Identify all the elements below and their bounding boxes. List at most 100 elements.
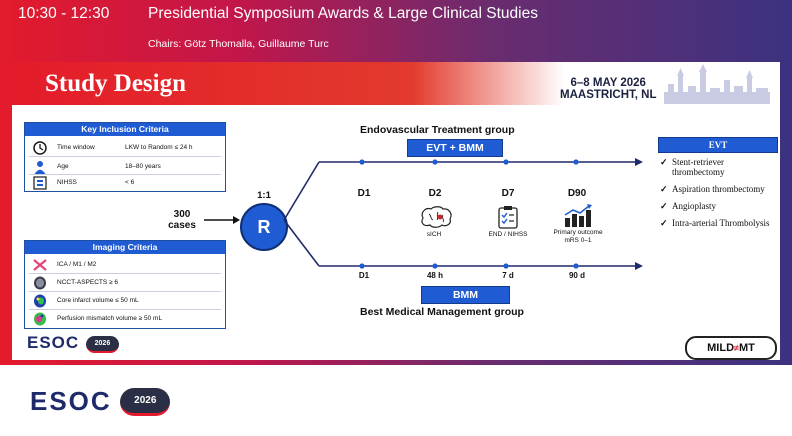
- skyline-icon: [664, 64, 770, 104]
- timepoint-dot: [359, 159, 365, 165]
- study-design-slide: Study Design 6–8 MAY 2026 MAASTRICHT, NL: [12, 62, 780, 360]
- row-label: NIHSS: [57, 179, 77, 186]
- brain-icon: [421, 206, 452, 228]
- clock-icon: [33, 141, 47, 155]
- check-icon: ✓: [660, 157, 668, 167]
- time-label: 90 d: [568, 271, 585, 280]
- bar-chart-icon: [564, 204, 592, 227]
- flow-lines: [283, 158, 643, 270]
- location-text: MAASTRICHT, NL: [560, 89, 657, 101]
- cases-unit: cases: [168, 220, 196, 231]
- cases-label: 300 cases: [162, 209, 202, 231]
- imaging-row: Core infarct volume ≤ 50 mL: [25, 291, 225, 309]
- inclusion-row-age: Age 18–80 years: [25, 157, 225, 175]
- slide-title: Study Design: [45, 70, 187, 97]
- vessel-icon: [33, 259, 47, 271]
- session-chairs: Chairs: Götz Thomalla, Guillaume Turc: [148, 38, 329, 50]
- esoc-text: ESOC: [27, 333, 80, 352]
- core-map-icon: [34, 294, 46, 308]
- evt-options-list: ✓ Stent-retriever thrombectomy ✓ Aspiratio…: [660, 157, 770, 235]
- imaging-title: Imaging Criteria: [25, 241, 225, 254]
- imaging-criteria-box: Imaging Criteria ICA / M1 / M2 NCCT-ASPE…: [24, 240, 226, 329]
- evt-bmm-pill: EVT + BMM: [407, 139, 503, 157]
- esoc-logo-footer: ESOC 2026: [30, 386, 171, 417]
- conference-dates: 6–8 MAY 2026 MAASTRICHT, NL: [560, 77, 656, 101]
- imaging-row: NCCT-ASPECTS ≥ 6: [25, 273, 225, 291]
- session-banner: 10:30 - 12:30 Presidential Symposium Awa…: [0, 0, 792, 365]
- check-icon: ✓: [660, 218, 668, 228]
- nihss-icon: [33, 176, 47, 190]
- evt-option-text: Angioplasty: [672, 201, 716, 211]
- time-label: D1: [358, 271, 370, 280]
- row-value: 18–80 years: [125, 163, 161, 170]
- time-label: 7 d: [502, 271, 514, 280]
- row-divider: [29, 156, 221, 157]
- cases-arrow: [204, 216, 240, 224]
- bmm-pill: BMM: [421, 286, 510, 304]
- esoc-year-badge: 2026: [120, 387, 171, 416]
- ratio-label: 1:1: [257, 190, 271, 201]
- dates-text: 6–8 MAY 2026: [570, 77, 646, 89]
- day-label: D7: [501, 188, 515, 199]
- timepoint-dot: [503, 159, 509, 165]
- evt-option-text: Stent-retriever thrombectomy: [672, 157, 725, 177]
- evt-title-pill: EVT: [658, 137, 778, 153]
- perfusion-map-icon: [34, 312, 46, 326]
- timepoint-dot: [359, 263, 365, 269]
- row-value: < 6: [125, 179, 135, 186]
- day-label: D1: [357, 188, 371, 199]
- clipboard-icon: [498, 206, 518, 229]
- inclusion-criteria-box: Key Inclusion Criteria Time window LKW t…: [24, 122, 226, 192]
- row-label: Time window: [57, 144, 95, 151]
- imaging-row: Perfusion mismatch volume ≥ 50 mL: [25, 309, 225, 327]
- evt-option-text: Aspiration thrombectomy: [672, 184, 765, 194]
- bmm-group-title: Best Medical Management group: [360, 306, 524, 318]
- time-label: 48 h: [426, 271, 443, 280]
- evt-option: ✓ Intra-arterial Thrombolysis: [660, 218, 770, 228]
- icon-label-end: END / NIHSS: [488, 231, 528, 238]
- esoc-logo-small: ESOC 2026: [27, 333, 120, 353]
- row-text: Perfusion mismatch volume ≥ 50 mL: [57, 315, 163, 322]
- randomize-circle: R: [240, 203, 288, 251]
- primary-outcome-label: Primary outcome: [553, 229, 603, 236]
- evt-option: ✓ Aspiration thrombectomy: [660, 184, 770, 194]
- esoc-text: ESOC: [30, 386, 112, 416]
- row-text: NCCT-ASPECTS ≥ 6: [57, 279, 118, 286]
- row-divider: [29, 273, 221, 274]
- row-divider: [29, 291, 221, 292]
- row-divider: [29, 309, 221, 310]
- row-text: ICA / M1 / M2: [57, 261, 97, 268]
- icon-label-primary-outcome: Primary outcome mRS 0–1: [540, 229, 616, 245]
- timepoint-dot: [503, 263, 509, 269]
- session-title: Presidential Symposium Awards & Large Cl…: [148, 5, 538, 22]
- inclusion-row-nihss: NIHSS < 6: [25, 173, 225, 191]
- slide-header: Study Design 6–8 MAY 2026 MAASTRICHT, NL: [12, 62, 780, 105]
- timepoint-dot: [573, 263, 579, 269]
- mild-text: MILD: [707, 342, 735, 354]
- row-divider: [29, 174, 221, 175]
- evt-option: ✓ Angioplasty: [660, 201, 770, 211]
- day-label: D2: [428, 188, 442, 199]
- check-icon: ✓: [660, 201, 668, 211]
- timepoint-dot: [432, 159, 438, 165]
- person-icon: [34, 161, 46, 174]
- session-time: 10:30 - 12:30: [18, 5, 110, 22]
- mild-mt-logo: MILD≠MT: [685, 336, 777, 360]
- icon-label-sich: sICH: [426, 231, 442, 238]
- evt-option: ✓ Stent-retriever thrombectomy: [660, 157, 770, 177]
- mt-text: MT: [738, 342, 755, 354]
- mild-separator-icon: ≠: [734, 343, 739, 353]
- day-label: D90: [567, 188, 587, 199]
- imaging-row: ICA / M1 / M2: [25, 255, 225, 273]
- timepoint-dot: [432, 263, 438, 269]
- row-label: Age: [57, 163, 69, 170]
- inclusion-title: Key Inclusion Criteria: [25, 123, 225, 136]
- check-icon: ✓: [660, 184, 668, 194]
- evt-option-text: Intra-arterial Thrombolysis: [672, 218, 770, 228]
- timepoint-dot: [573, 159, 579, 165]
- primary-outcome-sublabel: mRS 0–1: [564, 237, 592, 244]
- evt-group-title: Endovascular Treatment group: [360, 124, 515, 136]
- esoc-year-badge: 2026: [85, 336, 120, 353]
- ct-scan-icon: [34, 276, 46, 290]
- inclusion-row-time-window: Time window LKW to Random ≤ 24 h: [25, 138, 225, 156]
